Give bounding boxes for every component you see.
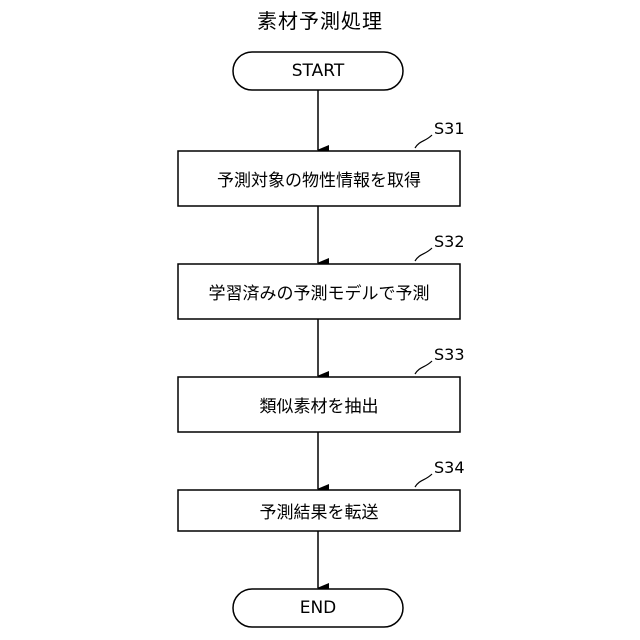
leader-s33 [415,361,432,374]
step-text-s32: 学習済みの予測モデルで予測 [178,264,460,319]
end-terminal-label: END [233,589,403,627]
start-terminal-label: START [233,52,403,90]
step-text-s33: 類似素材を抽出 [178,377,460,432]
leader-s34 [415,474,432,487]
step-id-s34: S34 [434,459,465,477]
leader-s32 [415,248,432,261]
step-text-s34: 予測結果を転送 [178,490,460,531]
step-text-s31: 予測対象の物性情報を取得 [178,151,460,206]
leader-s31 [415,135,432,148]
step-id-s31: S31 [434,120,465,138]
step-id-s32: S32 [434,233,465,251]
diagram-title: 素材予測処理 [0,6,640,36]
step-id-s33: S33 [434,346,465,364]
